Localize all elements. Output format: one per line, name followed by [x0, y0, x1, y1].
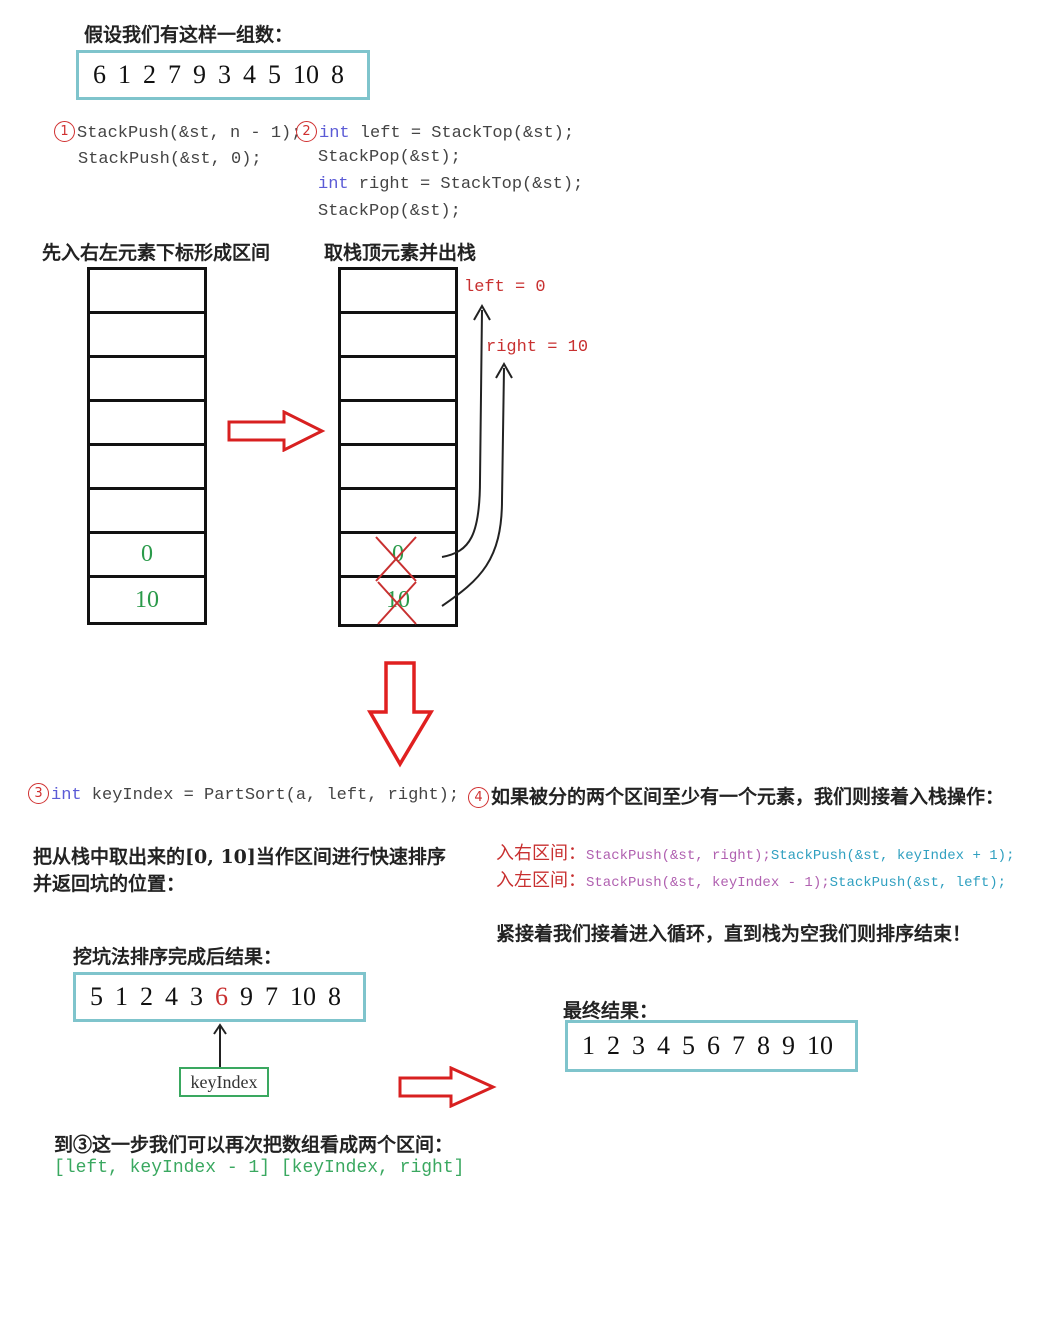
- array-item: 1: [582, 1031, 595, 1060]
- array-item: 4: [243, 60, 256, 89]
- array-item: 4: [657, 1031, 670, 1060]
- stack-cell-left-index: 0: [90, 534, 204, 578]
- right-stack-caption: 取栈顶元素并出栈: [324, 242, 477, 264]
- array-item: 3: [190, 982, 203, 1011]
- stack-initial: 0 10: [87, 267, 207, 625]
- right-arrow-icon: [398, 1066, 497, 1108]
- partition-result-box: 5 1 2 4 3 6 9 7 10 8: [73, 972, 366, 1022]
- array-item: 7: [265, 982, 278, 1011]
- initial-array-box: 6 1 2 7 9 3 4 5 10 8: [76, 50, 370, 100]
- cross-out-icon: [375, 536, 417, 625]
- stack-cell: [90, 402, 204, 446]
- stack-cell: [341, 314, 455, 358]
- step2-line-3: int right = StackTop(&st);: [318, 175, 584, 194]
- array-item: 3: [218, 60, 231, 89]
- pop-arrows: [375, 303, 513, 625]
- array-item: 10: [290, 982, 316, 1011]
- array-item: 9: [193, 60, 206, 89]
- step3-desc-line-2: 并返回坑的位置：: [33, 873, 186, 895]
- stack-cell: [341, 402, 455, 446]
- stack-cell: [90, 446, 204, 490]
- array-item: 2: [607, 1031, 620, 1060]
- array-item: 1: [115, 982, 128, 1011]
- stack-cell: [341, 270, 455, 314]
- right-value-label: right = 10: [486, 338, 589, 357]
- array-item: 10: [293, 60, 319, 89]
- after-step3-text: 到③这一步我们可以再次把数组看成两个区间：: [54, 1134, 454, 1156]
- array-item: 8: [328, 982, 341, 1011]
- array-item: 8: [331, 60, 344, 89]
- up-arrow-icon: [213, 1023, 227, 1068]
- stack-cell: [90, 314, 204, 358]
- stack-cell-right-index: 10: [135, 586, 159, 613]
- array-item: 7: [168, 60, 181, 89]
- array-item: 1: [118, 60, 131, 89]
- key-index-label: keyIndex: [179, 1067, 269, 1097]
- stack-after-pop: 0 10: [338, 267, 458, 627]
- array-item: 5: [268, 60, 281, 89]
- loop-text: 紧接着我们接着进入循环，直到栈为空我们则排序结束！: [496, 923, 972, 945]
- result-title: 挖坑法排序完成后结果：: [73, 946, 283, 968]
- stack-cell: [90, 358, 204, 402]
- stack-cell: [341, 358, 455, 402]
- array-item: 2: [140, 982, 153, 1011]
- left-stack-caption: 先入右左元素下标形成区间: [42, 242, 271, 264]
- array-item: 2: [143, 60, 156, 89]
- array-item: 8: [757, 1031, 770, 1060]
- step-marker-1: 1: [54, 121, 75, 142]
- push-right-interval: 入右区间：StackPush(&st, right);StackPush(&st…: [496, 843, 1015, 864]
- stack-cell: [341, 446, 455, 490]
- array-item: 10: [807, 1031, 833, 1060]
- array-item: 5: [682, 1031, 695, 1060]
- stack-cell: [90, 490, 204, 534]
- intro-title: 假设我们有这样一组数：: [84, 24, 294, 46]
- step1-line-2: StackPush(&st, 0);: [78, 150, 262, 169]
- down-arrow-icon: [366, 661, 435, 768]
- final-result-box: 1 2 3 4 5 6 7 8 9 10: [565, 1020, 858, 1072]
- array-item: 6: [93, 60, 106, 89]
- step2-line-4: StackPop(&st);: [318, 202, 461, 221]
- array-item: 9: [782, 1031, 795, 1060]
- stack-cell-popped-right: 10: [386, 586, 410, 613]
- stack-cell: [341, 490, 455, 534]
- array-item: 6: [707, 1031, 720, 1060]
- push-left-interval: 入左区间：StackPush(&st, keyIndex - 1);StackP…: [496, 870, 1007, 891]
- pivot-item: 6: [215, 982, 228, 1011]
- array-item: 3: [632, 1031, 645, 1060]
- intervals-text: [left, keyIndex - 1] [keyIndex, right]: [54, 1158, 465, 1178]
- final-title: 最终结果：: [563, 1000, 659, 1022]
- curved-arrow-icon: [441, 303, 513, 607]
- step3-desc-line-1: 把从栈中取出来的[0, 10]当作区间进行快速排序: [33, 846, 446, 868]
- array-item: 7: [732, 1031, 745, 1060]
- left-value-label: left = 0: [464, 278, 546, 297]
- stack-cell: [90, 270, 204, 314]
- step-marker-4: 4: [468, 787, 489, 808]
- step-marker-3: 3: [28, 783, 49, 804]
- right-arrow-icon: [227, 410, 326, 452]
- array-item: 5: [90, 982, 103, 1011]
- step2-line-2: StackPop(&st);: [318, 148, 461, 167]
- step-marker-2: 2: [296, 121, 317, 142]
- array-item: 9: [240, 982, 253, 1011]
- array-item: 4: [165, 982, 178, 1011]
